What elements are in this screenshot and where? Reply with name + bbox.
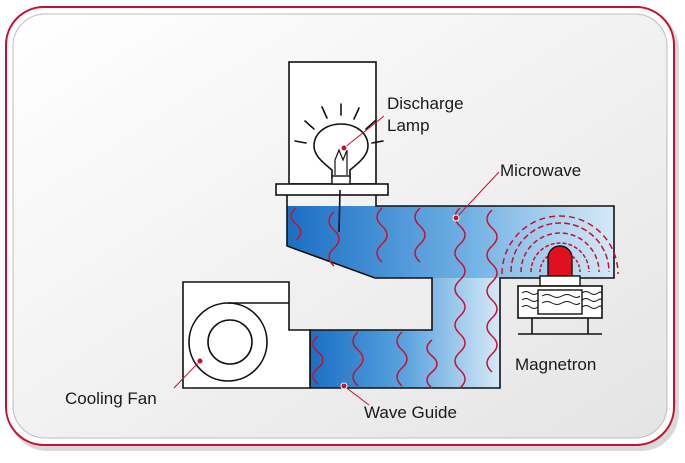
label-microwave: Microwave (500, 161, 581, 180)
leader-dots (196, 144, 460, 390)
label-discharge-lamp-1: Discharge (387, 94, 464, 113)
magnetron-tube (547, 245, 573, 277)
lamp-stem (338, 189, 341, 233)
lamp-rays (294, 103, 384, 144)
label-magnetron: Magnetron (515, 355, 596, 374)
magnetron-fins (521, 291, 603, 309)
label-cooling-fan: Cooling Fan (65, 389, 157, 408)
lower-cavity (310, 278, 500, 388)
microwave-waves (290, 207, 498, 389)
fan-inner (207, 319, 253, 365)
bulb-filament (334, 148, 348, 175)
label-discharge-lamp-2: Lamp (387, 116, 430, 135)
lamp-flange (275, 183, 389, 196)
leader-lines (173, 115, 500, 406)
upper-cavity (287, 206, 614, 278)
magnetron-emission (501, 215, 619, 275)
bulb-icon (313, 123, 369, 179)
magnetron (517, 245, 603, 335)
bulb-base (331, 175, 351, 185)
magnetron-cap (539, 275, 581, 287)
label-wave-guide: Wave Guide (364, 403, 457, 422)
